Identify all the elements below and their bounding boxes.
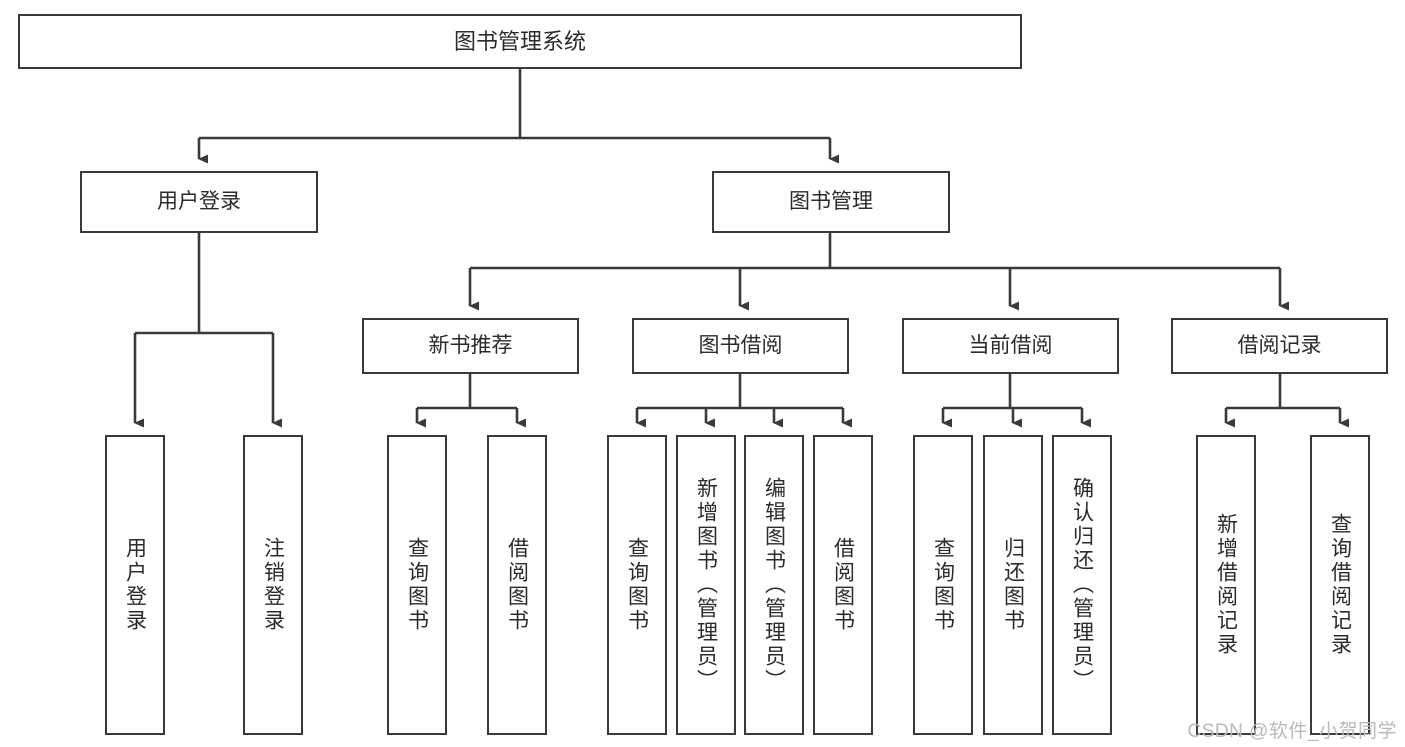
node-label: 图书管理 (789, 189, 873, 213)
node-leaf-query-book-1[interactable]: 查询图书 (387, 435, 447, 735)
node-leaf-query-borrow-record[interactable]: 查询借阅记录 (1310, 435, 1370, 735)
node-label: 新增图书（管理员） (694, 477, 718, 693)
node-leaf-confirm-return[interactable]: 确认归还（管理员） (1052, 435, 1112, 735)
node-label: 编辑图书（管理员） (762, 477, 786, 693)
node-borrow-record[interactable]: 借阅记录 (1171, 318, 1388, 374)
node-label: 借阅图书 (831, 537, 855, 633)
node-label: 查询图书 (405, 537, 429, 633)
node-leaf-borrow-book-1[interactable]: 借阅图书 (487, 435, 547, 735)
node-leaf-logout[interactable]: 注销登录 (243, 435, 303, 735)
node-label: 归还图书 (1001, 537, 1025, 633)
node-leaf-borrow-book-2[interactable]: 借阅图书 (813, 435, 873, 735)
node-label: 查询图书 (931, 537, 955, 633)
node-leaf-query-book-2[interactable]: 查询图书 (607, 435, 667, 735)
node-leaf-user-login[interactable]: 用户登录 (105, 435, 165, 735)
node-book-manage[interactable]: 图书管理 (712, 171, 950, 233)
watermark-text: CSDN @软件_小贺同学 (1187, 721, 1397, 742)
node-label: 查询借阅记录 (1328, 513, 1352, 657)
node-user-login[interactable]: 用户登录 (80, 171, 318, 233)
node-label: 借阅记录 (1237, 333, 1322, 357)
node-leaf-query-book-3[interactable]: 查询图书 (913, 435, 973, 735)
node-label: 新书推荐 (428, 333, 513, 357)
node-new-book-recommend[interactable]: 新书推荐 (362, 318, 579, 374)
node-leaf-edit-book[interactable]: 编辑图书（管理员） (744, 435, 804, 735)
node-leaf-add-borrow-record[interactable]: 新增借阅记录 (1196, 435, 1256, 735)
node-label: 图书借阅 (698, 333, 783, 357)
node-label: 查询图书 (625, 537, 649, 633)
node-label: 注销登录 (261, 537, 285, 633)
node-root-system[interactable]: 图书管理系统 (18, 14, 1022, 69)
node-current-borrow[interactable]: 当前借阅 (902, 318, 1119, 374)
node-label: 图书管理系统 (453, 28, 586, 54)
node-label: 新增借阅记录 (1214, 513, 1238, 657)
node-leaf-return-book[interactable]: 归还图书 (983, 435, 1043, 735)
node-leaf-add-book[interactable]: 新增图书（管理员） (676, 435, 736, 735)
node-label: 当前借阅 (968, 333, 1053, 357)
node-label: 确认归还（管理员） (1070, 477, 1094, 693)
node-label: 借阅图书 (505, 537, 529, 633)
node-label: 用户登录 (123, 537, 147, 633)
node-label: 用户登录 (157, 189, 241, 213)
node-book-borrow[interactable]: 图书借阅 (632, 318, 849, 374)
